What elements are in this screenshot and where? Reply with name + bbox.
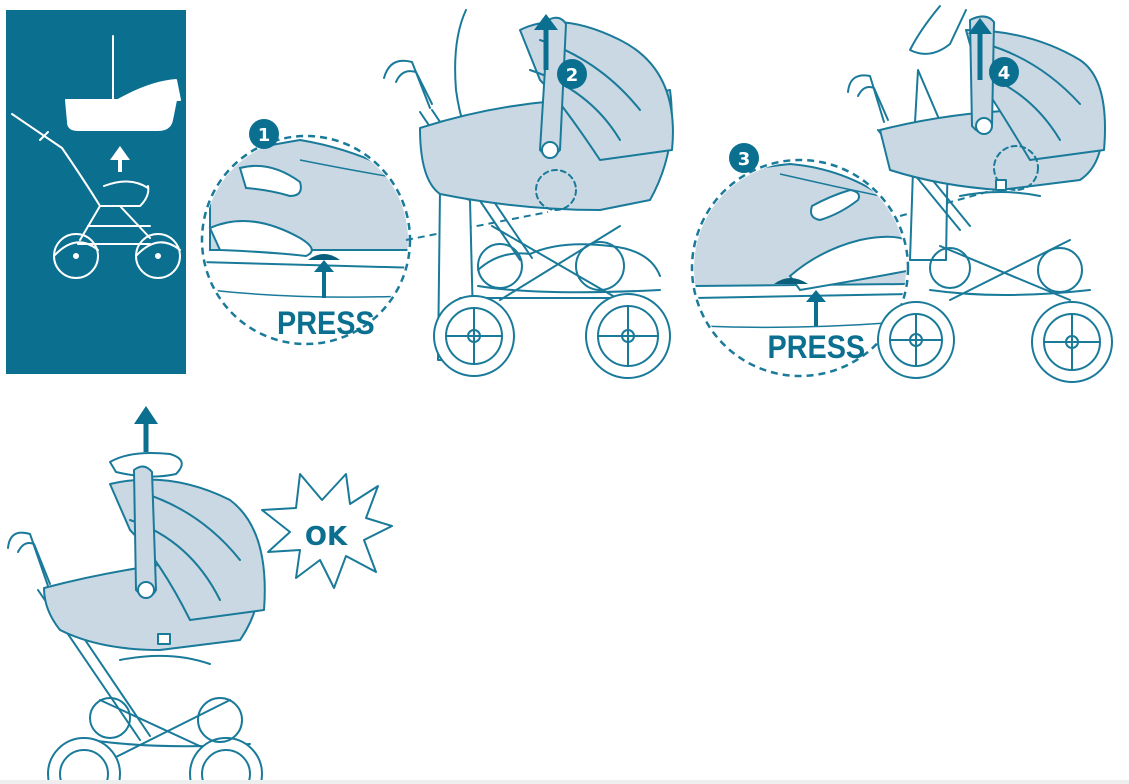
stroller-illustration-2: [384, 10, 673, 378]
svg-text:4: 4: [998, 63, 1011, 84]
press-label-1: PRESS: [277, 306, 375, 342]
ok-label: OK: [305, 522, 348, 552]
svg-text:2: 2: [566, 65, 579, 86]
svg-text:3: 3: [738, 149, 751, 170]
step-badge-4: 4: [989, 57, 1019, 87]
arrow-up-icon: [134, 406, 158, 452]
ok-burst: OK: [262, 474, 392, 588]
info-panel: [6, 10, 186, 374]
svg-text:1: 1: [258, 125, 271, 146]
divider: [0, 780, 1129, 784]
step-badge-2: 2: [557, 59, 587, 89]
step-badge-1: 1: [249, 119, 279, 149]
step-badge-3: 3: [729, 143, 759, 173]
press-label-3: PRESS: [767, 330, 865, 366]
stroller-illustration-final: [8, 453, 265, 784]
